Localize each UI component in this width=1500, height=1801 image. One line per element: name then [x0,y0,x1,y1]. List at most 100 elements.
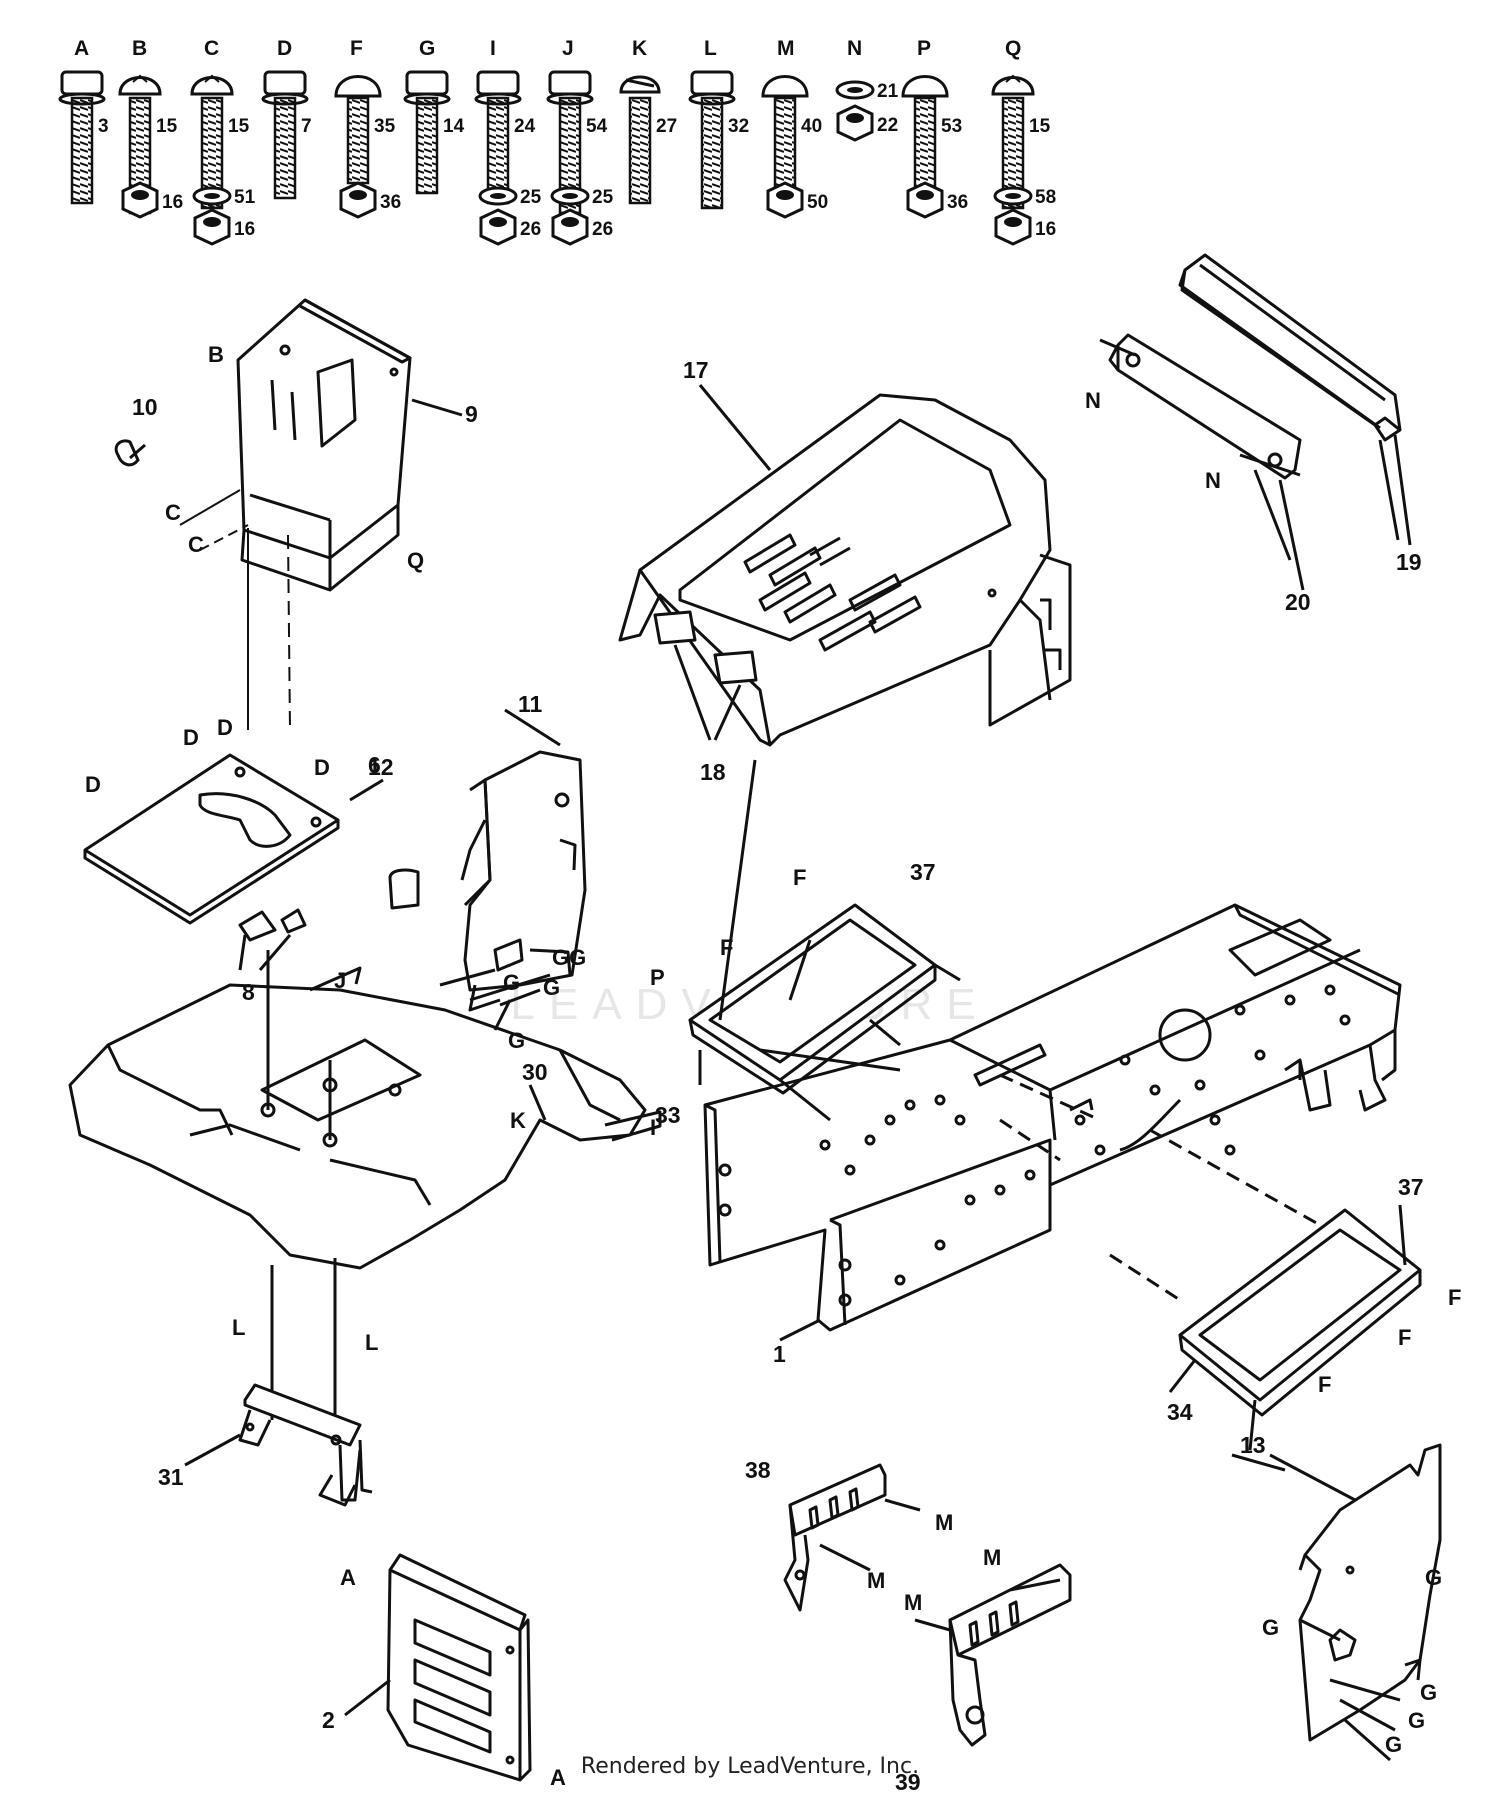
part-37: 37 [1398,1174,1424,1200]
part-12: 12 [368,754,394,780]
hardware-k-bolt-label: 27 [656,116,677,137]
part-17: 17 [683,357,709,383]
callout-g: G [1420,1680,1437,1705]
callout-d: D [217,715,233,740]
callout-d: D [314,755,330,780]
bracket-38 [783,1463,921,1612]
part-13: 13 [1240,1432,1266,1458]
callout-g: G [503,970,520,995]
part-8: 8 [242,979,255,1005]
hardware-b-key: B [132,37,147,60]
floor-plate [83,753,340,942]
grille-panel [386,1553,532,1782]
callout-a: A [550,1765,566,1790]
callout-g: G [1408,1708,1425,1733]
rear-bumper [1099,253,1402,561]
side-panel [1298,1443,1442,1762]
part-labels: 9 10 17 19 20 11 12 6 8 18 37 30 33 37 1… [132,357,1424,1795]
hardware-a-bolt-shank [70,96,94,205]
callout-f: F [720,935,733,960]
footrest-left [688,903,961,1122]
callout-c: C [188,532,204,557]
callout-g: G [543,975,560,1000]
callout-f: F [1398,1325,1411,1350]
hardware-c-nut-label: 16 [234,219,255,240]
part-39: 39 [895,1769,921,1795]
hardware-f-key: F [350,37,363,60]
hardware-g-key: G [419,37,435,60]
callout-g: G [1425,1565,1442,1590]
hardware-q-bolt-label: 15 [1029,116,1051,137]
hardware-m-bolt-shank [773,96,797,195]
hardware-m-bolt-label: 40 [801,116,822,137]
hardware-i-bolt-label: 24 [514,116,536,137]
callout-i: I [650,1115,656,1140]
hardware-a-bolt-label: 3 [98,116,109,137]
hardware-d-bolt-shank [273,96,297,200]
callout-p: P [650,965,665,990]
callout-g: G [1262,1615,1279,1640]
hardware-n-key: N [847,37,862,60]
part-9: 9 [465,401,478,427]
callout-g: G [508,1028,525,1053]
hardware-l-bolt-shank [700,96,724,210]
callout-f: F [1318,1372,1331,1397]
part-20: 20 [1285,589,1311,615]
key-part [114,439,140,467]
hardware-c-key: C [204,37,219,60]
part-11: 11 [518,691,543,717]
hardware-j-washer-label: 25 [592,187,614,208]
part-18: 18 [700,759,726,785]
callout-m: M [983,1545,1001,1570]
callout-j: J [334,968,346,993]
hardware-d-bolt-label: 7 [301,116,312,137]
hardware-i-washer-label: 25 [520,187,542,208]
part-33: 33 [655,1102,681,1128]
dash-support-panel [388,750,587,1031]
hardware-d-key: D [277,37,292,60]
hardware-q-washer-label: 58 [1035,187,1056,208]
hardware-c-washer-label: 51 [234,187,256,208]
callout-f: F [1448,1285,1461,1310]
hardware-k-key: K [632,37,647,60]
hardware-l-key: L [704,37,717,60]
hardware-a-key: A [74,37,89,60]
callout-g: G [1385,1732,1402,1757]
part-6: 6 [368,752,381,778]
callout-d: D [183,725,199,750]
fender-bracket [238,1258,373,1507]
part-1: 1 [773,1341,786,1367]
hardware-f-bolt-shank [346,96,370,185]
hardware-p-nut-label: 36 [947,192,968,213]
callout-n: N [1205,468,1221,493]
part-10: 10 [132,394,158,420]
hardware-c-bolt-shank [200,96,224,210]
callout-gg: GG [552,945,586,970]
hardware-p-key: P [917,37,931,60]
hardware-m-nut-label: 50 [807,192,828,213]
footrest-right [999,1073,1422,1417]
part-2: 2 [322,1707,335,1733]
callout-m: M [867,1568,885,1593]
hardware-c-bolt-label: 15 [228,116,250,137]
hardware-g-bolt-label: 14 [443,116,465,137]
dashboard-panel [236,298,412,592]
callout-q: Q [407,548,424,573]
callout-c: C [165,500,181,525]
callout-d: D [85,772,101,797]
hardware-q-key: Q [1005,37,1021,60]
hardware-l-bolt-label: 32 [728,116,749,137]
callout-k: K [510,1108,526,1133]
part-19: 19 [1396,549,1422,575]
callout-f: F [793,865,806,890]
fender [68,950,662,1270]
footer-credit: Rendered by LeadVenture, Inc. [580,1754,920,1779]
hardware-q-bolt-shank [1001,96,1025,210]
part-30: 30 [522,1059,548,1085]
hardware-j-bolt-label: 54 [586,116,608,137]
part-38: 38 [745,1457,771,1483]
hardware-n-nut-label: 22 [877,115,898,136]
hardware-q-nut-label: 16 [1035,219,1056,240]
callout-n: N [1085,388,1101,413]
callout-letters: B C C Q D D D D G G GG G J I K L L A A F… [85,342,1461,1790]
